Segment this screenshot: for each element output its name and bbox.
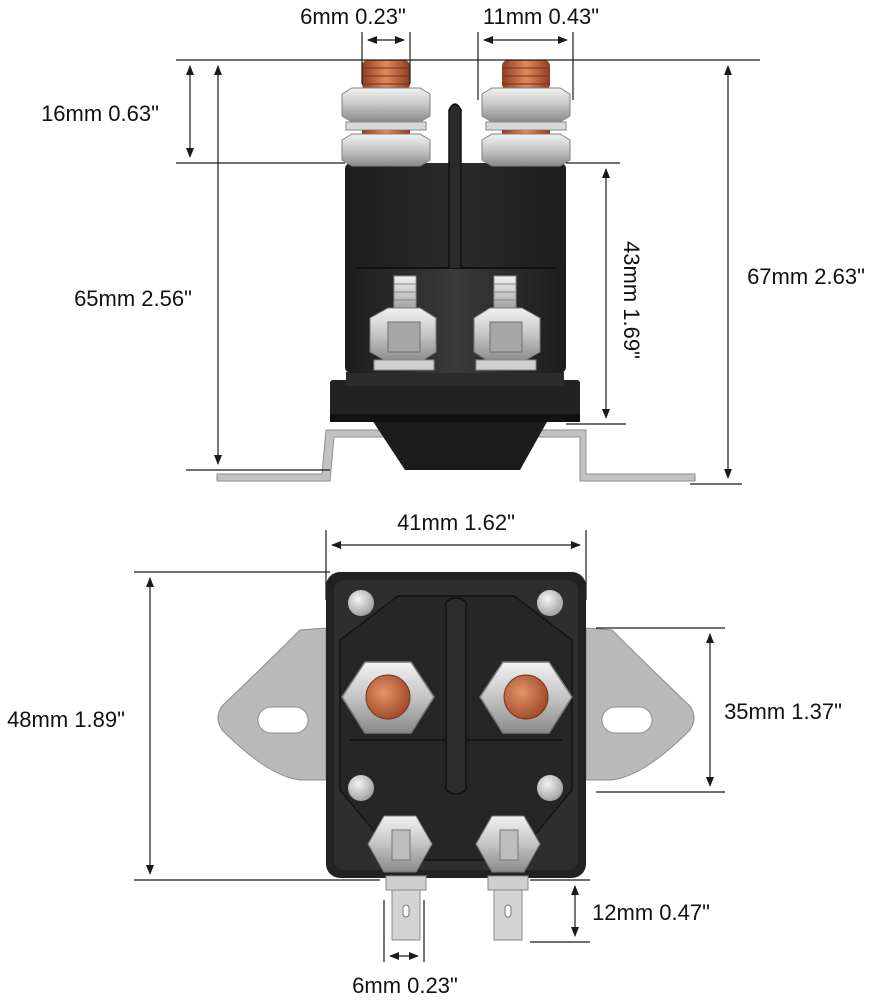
label-body-height: 65mm 2.56" [74,286,192,311]
label-stud-height: 16mm 0.63" [41,101,159,126]
label-top-stud-diameter: 6mm 0.23" [300,4,406,29]
label-overall-height: 67mm 2.63" [747,264,865,289]
side-small-terminal-right [473,275,541,371]
side-mounting-bracket [216,429,696,482]
side-small-terminal-left [369,275,437,371]
label-spade-length: 12mm 0.47" [592,900,710,925]
top-small-terminal-left [367,815,433,941]
label-top-nut-width: 11mm 0.43" [483,4,599,29]
top-copper-post-right [479,661,573,734]
rivet-bottom-left [348,775,374,801]
label-case-width: 41mm 1.62" [397,510,515,535]
rivet-top-right [537,590,563,616]
top-mounting-bracket [217,627,695,781]
top-view: 41mm 1.62" 48mm 1.89" 35mm 1.37" 12mm 0.… [7,510,842,998]
side-copper-stud-left [341,60,431,167]
label-mount-hole-spacing: 35mm 1.37" [724,699,842,724]
side-dimension-lines [176,32,760,485]
label-case-depth: 48mm 1.89" [7,707,125,732]
top-small-terminal-right [475,815,541,941]
rivet-bottom-right [537,775,563,801]
rivet-top-left [348,590,374,616]
side-copper-stud-right [481,60,571,167]
label-case-height: 43mm 1.69" [619,241,644,359]
side-view: 6mm 0.23" 11mm 0.43" 16mm 0.63" 65mm 2.5… [41,4,865,485]
label-spade-width: 6mm 0.23" [352,973,458,998]
top-copper-post-left [341,661,435,734]
top-dimension-lines [134,530,725,962]
side-base-housing [330,372,580,470]
